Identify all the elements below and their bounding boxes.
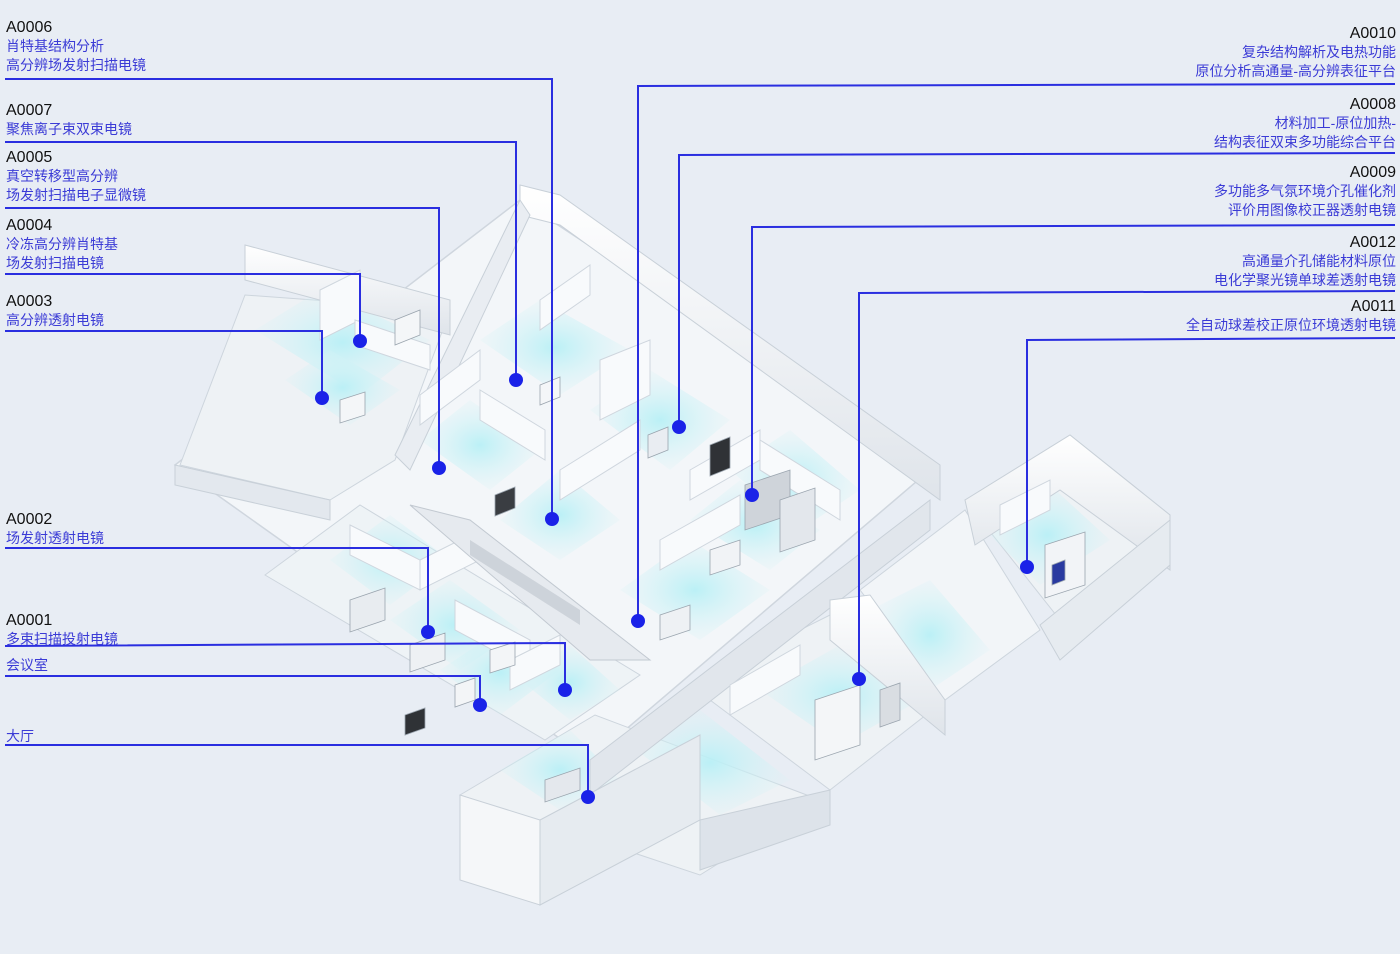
room-desc-line1: 大厅 (6, 728, 34, 744)
room-code: A0003 (6, 293, 53, 310)
label-a0007[interactable]: A0007 聚焦离子束双束电镜 (6, 101, 132, 139)
leader-a0008 (678, 152, 1396, 427)
location-dot-icon[interactable] (558, 683, 572, 697)
room-desc-line1: 多束扫描投射电镜 (6, 631, 118, 647)
leader-lobby (5, 744, 589, 797)
room-desc-line1: 肖特基结构分析 (6, 38, 104, 54)
room-desc-line1: 高分辨透射电镜 (6, 312, 104, 328)
markers (315, 334, 1034, 804)
leader-a0012 (858, 290, 1396, 679)
room-code: A0009 (1349, 164, 1396, 181)
location-dot-icon[interactable] (1020, 560, 1034, 574)
leader-a0004 (5, 273, 361, 340)
room-desc-line1: 真空转移型高分辨 (6, 168, 118, 184)
location-dot-icon[interactable] (581, 790, 595, 804)
room-desc-line1: 会议室 (6, 657, 48, 673)
label-a0006[interactable]: A0006 肖特基结构分析 高分辨场发射扫描电镜 (6, 18, 146, 75)
leader-a0002 (5, 547, 429, 632)
location-dot-icon[interactable] (432, 461, 446, 475)
label-a0001[interactable]: A0001 多束扫描投射电镜 (6, 611, 118, 649)
location-dot-icon[interactable] (315, 391, 329, 405)
room-desc-line1: 高通量介孔储能材料原位 (1242, 253, 1396, 269)
location-dot-icon[interactable] (745, 488, 759, 502)
building (173, 184, 1171, 906)
location-dot-icon[interactable] (545, 512, 559, 526)
room-desc-line1: 全自动球差校正原位环境透射电镜 (1186, 317, 1396, 333)
room-desc-line1: 多功能多气氛环境介孔催化剂 (1214, 183, 1396, 199)
label-a0008[interactable]: A0008 材料加工-原位加热- 结构表征双束多功能综合平台 (1214, 95, 1396, 152)
label-a0002[interactable]: A0002 场发射透射电镜 (6, 510, 104, 548)
room-desc-line2: 评价用图像校正器透射电镜 (1228, 202, 1396, 218)
room-desc-line1: 冷冻高分辨肖特基 (6, 236, 118, 252)
leader-a0006 (5, 78, 553, 519)
room-code: A0007 (6, 102, 53, 119)
label-lobby[interactable]: 大厅 (6, 727, 34, 746)
room-code: A0004 (6, 217, 53, 234)
location-dot-icon[interactable] (852, 672, 866, 686)
location-dot-icon[interactable] (421, 625, 435, 639)
leader-a0001 (4, 641, 566, 690)
location-dot-icon[interactable] (509, 373, 523, 387)
location-dot-icon[interactable] (473, 698, 487, 712)
room-desc-line2: 原位分析高通量-高分辨表征平台 (1195, 63, 1396, 79)
leader-a0007 (5, 141, 517, 380)
room-desc-line1: 聚焦离子束双束电镜 (6, 121, 132, 137)
label-a0012[interactable]: A0012 高通量介孔储能材料原位 电化学聚光镜单球差透射电镜 (1214, 233, 1396, 290)
room-code: A0012 (1349, 234, 1396, 251)
leader-meeting (5, 675, 481, 705)
room-desc-line2: 场发射扫描电镜 (6, 255, 104, 271)
room-desc-line2: 电化学聚光镜单球差透射电镜 (1214, 272, 1396, 288)
location-dot-icon[interactable] (631, 614, 645, 628)
label-a0003[interactable]: A0003 高分辨透射电镜 (6, 292, 104, 330)
label-meeting-room[interactable]: 会议室 (6, 656, 48, 675)
leader-a0009 (751, 224, 1396, 495)
leader-lines (4, 78, 1396, 797)
label-a0004[interactable]: A0004 冷冻高分辨肖特基 场发射扫描电镜 (6, 216, 118, 273)
label-a0009[interactable]: A0009 多功能多气氛环境介孔催化剂 评价用图像校正器透射电镜 (1214, 163, 1396, 220)
label-a0005[interactable]: A0005 真空转移型高分辨 场发射扫描电子显微镜 (6, 148, 146, 205)
room-code: A0010 (1349, 25, 1396, 42)
room-desc-line2: 结构表征双束多功能综合平台 (1214, 134, 1396, 150)
leader-a0010 (637, 83, 1396, 621)
room-code: A0008 (1349, 96, 1396, 113)
room-desc-line2: 高分辨场发射扫描电镜 (6, 57, 146, 73)
room-desc-line2: 场发射扫描电子显微镜 (6, 187, 146, 203)
leader-a0003 (5, 330, 323, 398)
location-dot-icon[interactable] (353, 334, 367, 348)
label-a0010[interactable]: A0010 复杂结构解析及电热功能 原位分析高通量-高分辨表征平台 (1195, 24, 1396, 81)
room-desc-line1: 材料加工-原位加热- (1274, 115, 1396, 131)
leader-a0005 (5, 207, 440, 468)
room-desc-line1: 场发射透射电镜 (6, 530, 104, 546)
label-a0011[interactable]: A0011 全自动球差校正原位环境透射电镜 (1186, 297, 1396, 335)
room-code: A0001 (6, 612, 53, 629)
room-code: A0011 (1350, 298, 1396, 315)
room-code: A0006 (6, 19, 53, 36)
room-desc-line1: 复杂结构解析及电热功能 (1242, 44, 1396, 60)
room-code: A0005 (6, 149, 53, 166)
leader-a0011 (1026, 337, 1396, 567)
location-dot-icon[interactable] (672, 420, 686, 434)
room-code: A0002 (6, 511, 53, 528)
